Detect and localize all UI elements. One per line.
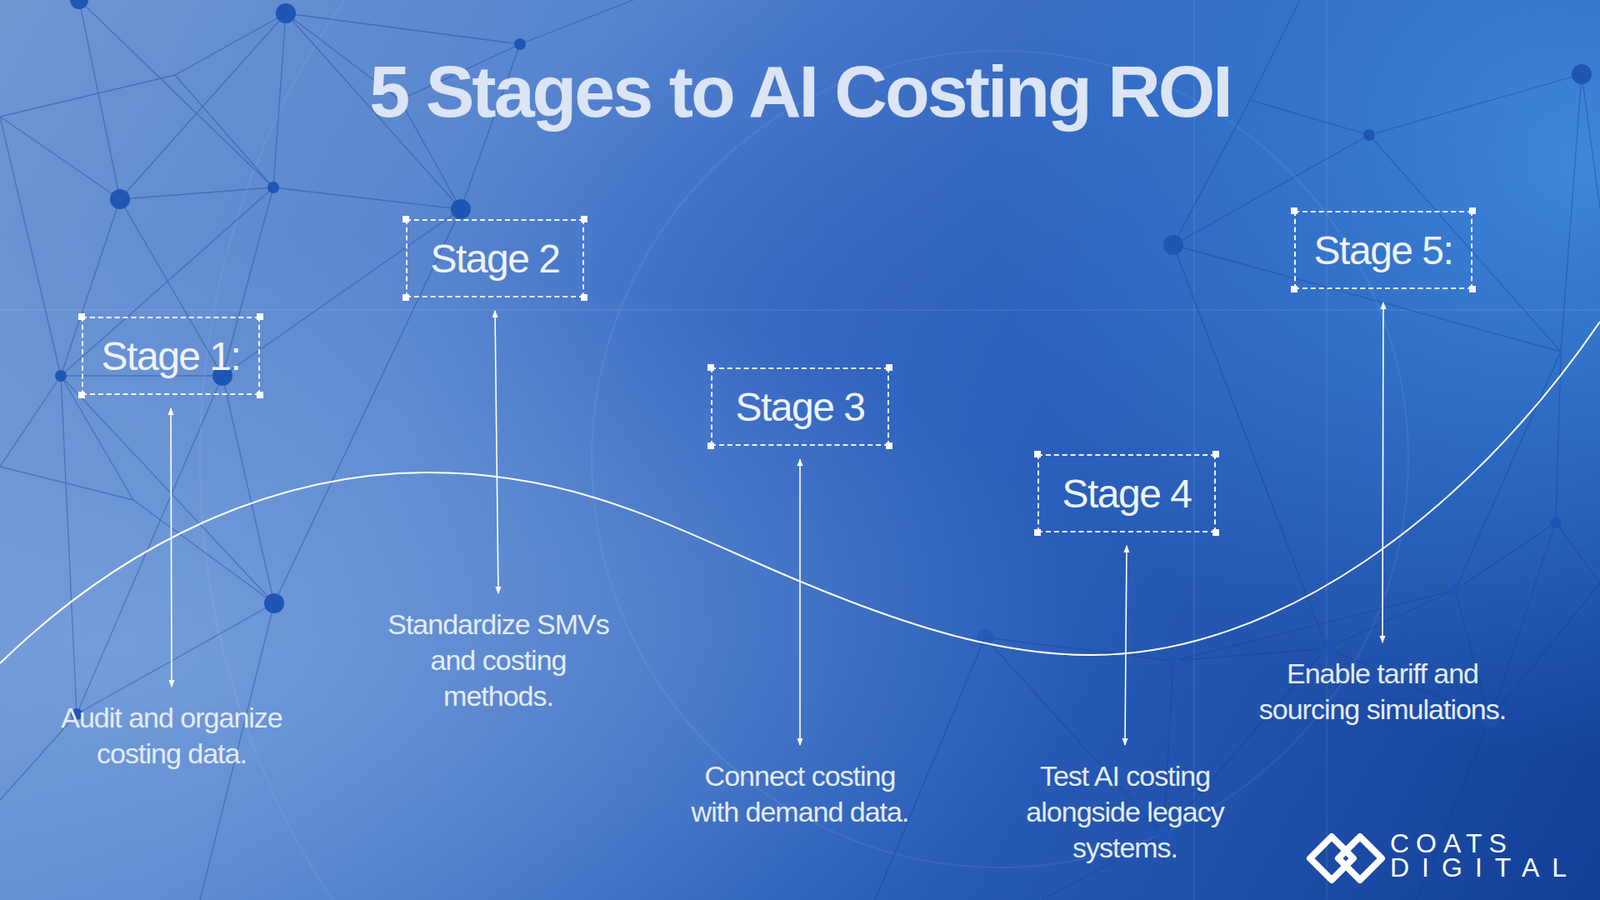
corner-handle [1212, 529, 1220, 536]
stage-description: Standardize SMVs and costing methods. [380, 606, 618, 715]
corner-handle [256, 313, 264, 320]
stage-description: Test AI costing alongside legacy systems… [1016, 758, 1234, 866]
network-dot [1571, 64, 1592, 85]
corner-handle [1290, 207, 1298, 215]
network-dot [1363, 129, 1375, 141]
stage-label: Stage 5: [1314, 227, 1454, 274]
logo-diamond [1310, 836, 1354, 880]
corner-handle [1212, 450, 1220, 458]
description-block: Connect costing with demand data. [688, 758, 912, 830]
network-dot [514, 38, 526, 50]
stage-label: Stage 2 [430, 235, 560, 282]
corner-handle [78, 391, 85, 399]
stage-label: Stage 3 [735, 384, 865, 430]
network-dot [1550, 516, 1562, 529]
stage-box: Stage 2 [405, 219, 585, 298]
corner-handle [78, 313, 85, 320]
network-dot [1449, 584, 1461, 596]
double-arrow-connector [1125, 545, 1127, 745]
corner-handle [256, 391, 264, 399]
corner-handle [1469, 285, 1476, 293]
description-block: Enable tariff and sourcing simulations. [1253, 655, 1512, 728]
double-arrow-connector [1382, 302, 1384, 643]
logo-text: DIGITAL [1390, 854, 1580, 881]
logo-icon [1310, 836, 1382, 880]
network-dot [55, 370, 67, 382]
corner-handle [1034, 450, 1041, 458]
corner-handle [580, 294, 588, 301]
faint-grid-line [1325, 0, 1328, 900]
diagram-title: 5 Stages to AI Costing ROI [0, 50, 1600, 134]
network-dot [275, 3, 296, 24]
network-dot [70, 0, 89, 10]
network-dot [450, 199, 471, 220]
network-dot [1167, 655, 1180, 667]
stage-description: Enable tariff and sourcing simulations. [1253, 655, 1512, 728]
network-dot [264, 593, 285, 614]
stage-box: Stage 3 [710, 367, 890, 446]
stage-box: Stage 4 [1037, 454, 1216, 533]
network-dot [267, 181, 280, 194]
double-arrow-connector [170, 408, 172, 687]
corner-handle [402, 215, 410, 223]
description-block: Test AI costing alongside legacy systems… [1016, 758, 1234, 866]
stage-label: Stage 4 [1062, 470, 1192, 517]
double-arrow-connector [495, 310, 499, 594]
logo-text: COATS [1390, 830, 1514, 857]
corner-handle [885, 364, 893, 371]
corner-handle [707, 442, 715, 450]
stage-box: Stage 5: [1294, 210, 1473, 290]
logo-diamond [1338, 836, 1382, 880]
faint-ring [591, 50, 1409, 868]
progress-curve [0, 321, 1600, 664]
network-dot [1163, 235, 1184, 255]
corner-handle [1034, 529, 1041, 536]
description-block: Standardize SMVs and costing methods. [380, 606, 618, 715]
stage-label: Stage 1: [101, 333, 241, 380]
corner-handle [707, 364, 715, 371]
description-block: Audit and organize costing data. [38, 700, 305, 772]
stage-box: Stage 1: [81, 316, 260, 395]
stage-description: Connect costing with demand data. [688, 758, 912, 830]
double-arrow-connector [799, 459, 801, 745]
corner-handle [885, 442, 893, 450]
corner-handle [1290, 285, 1298, 293]
corner-handle [1469, 207, 1476, 215]
faint-ring [200, 0, 1600, 900]
stage-description: Audit and organize costing data. [38, 700, 305, 772]
network-dot [1316, 638, 1337, 659]
network-dot [110, 189, 130, 210]
corner-handle [402, 294, 410, 301]
corner-handle [580, 215, 588, 223]
